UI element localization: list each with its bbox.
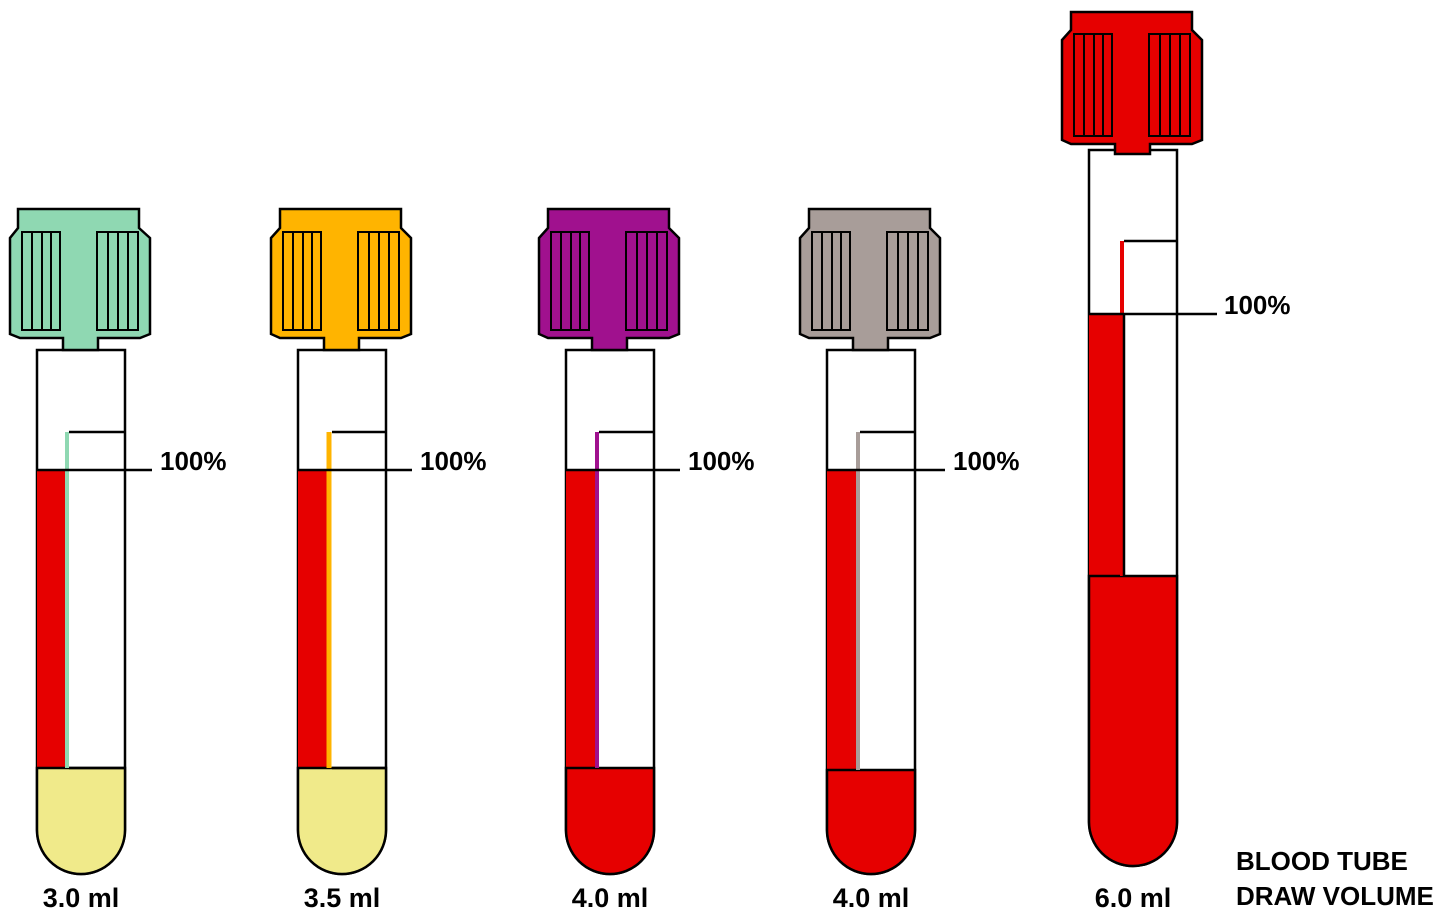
tube-3 bbox=[537, 207, 681, 876]
caption-line-2: DRAW VOLUME bbox=[1236, 881, 1434, 911]
tube-5-label-window bbox=[1122, 239, 1177, 576]
tube-5-fill-label: 100% bbox=[1224, 290, 1291, 320]
tube-2-cap-ridges bbox=[282, 231, 400, 331]
tube-2-cap bbox=[269, 207, 413, 352]
tube-1-blood bbox=[37, 470, 67, 768]
tube-1-additive bbox=[35, 766, 127, 876]
tube-3-volume-label: 4.0 ml bbox=[572, 883, 649, 913]
tube-3-blood bbox=[566, 470, 597, 768]
tube-1-volume-label: 3.0 ml bbox=[43, 883, 120, 913]
tube-1-cap bbox=[8, 207, 152, 352]
tube-4-blood bbox=[827, 470, 858, 770]
tube-1-cap-ridges bbox=[21, 231, 139, 331]
tube-4 bbox=[798, 207, 945, 876]
tube-5-cap bbox=[1060, 10, 1204, 156]
tube-3-fill-label: 100% bbox=[688, 446, 755, 476]
caption-line-1: BLOOD TUBE bbox=[1236, 846, 1408, 876]
tube-4-bottom-blood bbox=[825, 768, 917, 876]
tube-3-cap bbox=[537, 207, 681, 352]
tube-1-label-window bbox=[69, 430, 125, 770]
tube-3-label-window bbox=[599, 430, 654, 434]
tube-3-cap-ridges bbox=[550, 231, 668, 331]
tube-5-cap-ridges bbox=[1073, 33, 1191, 137]
tube-3-bottom-blood bbox=[564, 766, 656, 876]
tube-1 bbox=[8, 207, 152, 876]
tube-4-volume-label: 4.0 ml bbox=[833, 883, 910, 913]
tube-4-fill-label: 100% bbox=[953, 446, 1020, 476]
tube-5-volume-label: 6.0 ml bbox=[1095, 883, 1172, 913]
tube-4-cap-ridges bbox=[811, 231, 929, 331]
tube-5-blood bbox=[1089, 314, 1122, 576]
tube-2-blood bbox=[298, 470, 329, 768]
tube-2-additive bbox=[296, 766, 388, 876]
tube-2 bbox=[269, 207, 413, 876]
tube-2-fill-label: 100% bbox=[420, 446, 487, 476]
tube-5-bottom-blood bbox=[1087, 574, 1179, 868]
tube-5 bbox=[1060, 10, 1217, 868]
tube-4-cap bbox=[798, 207, 942, 352]
tube-2-label-window bbox=[332, 430, 386, 770]
tube-1-fill-label: 100% bbox=[160, 446, 227, 476]
tube-2-volume-label: 3.5 ml bbox=[304, 883, 381, 913]
